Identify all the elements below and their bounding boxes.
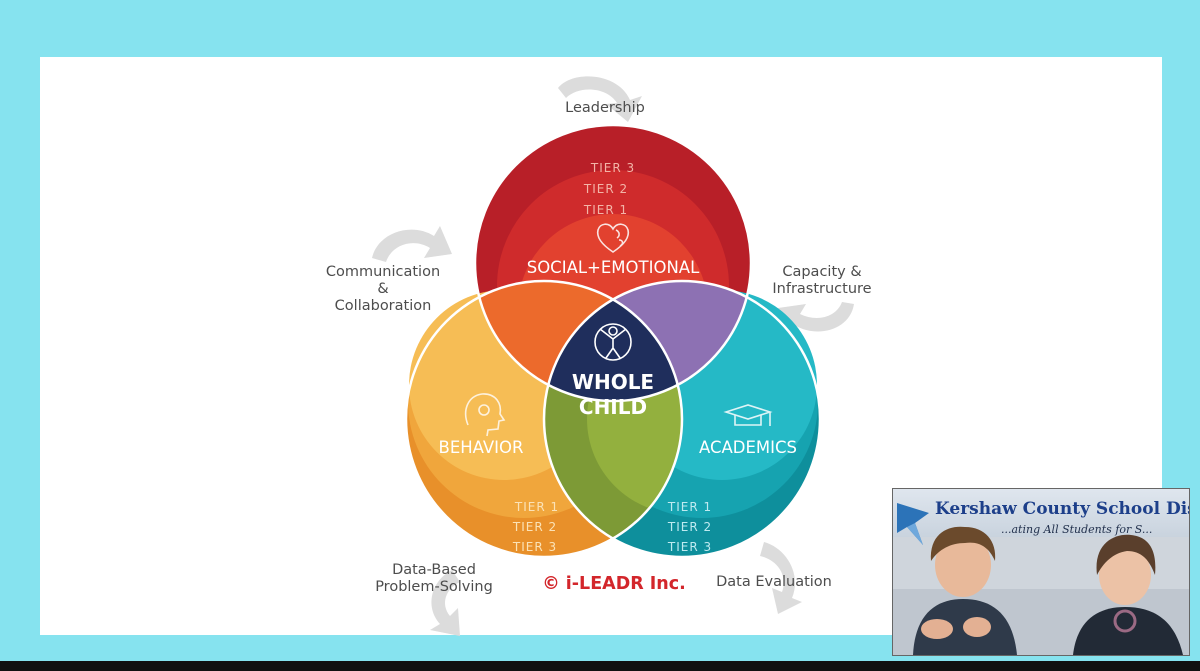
webcam-video[interactable]: Kershaw County School District ...ating … [892, 488, 1190, 656]
capacity-line2: Infrastructure [772, 281, 872, 297]
communication-label: Communication & Collaboration [318, 264, 448, 315]
behavior-label: BEHAVIOR [439, 438, 524, 457]
data-based-line1: Data-Based [392, 562, 476, 578]
video-banner [893, 489, 1189, 537]
heart-brain-icon [596, 223, 630, 253]
social-tier2-label: TIER 2 [583, 182, 628, 196]
whole-label: WHOLE [572, 370, 654, 394]
arrow-bottom-left-icon [430, 570, 460, 636]
child-figure-icon [594, 323, 632, 361]
arrow-top-icon [558, 76, 642, 122]
whole-child-center [544, 281, 682, 401]
video-title: Kershaw County School District [935, 499, 1189, 519]
district-logo-icon [897, 503, 929, 545]
bottom-bar [0, 661, 1200, 671]
cycle-arrows [372, 76, 854, 636]
academics-tier1-label: TIER 1 [667, 500, 712, 514]
graduation-cap-icon [723, 404, 773, 426]
presenters [893, 526, 1189, 655]
social-tier3-label: TIER 3 [590, 161, 635, 175]
copyright-text: © i-LEADR Inc. [542, 574, 686, 594]
arrow-right-icon [778, 302, 854, 336]
behavior-tier1-label: TIER 1 [514, 500, 559, 514]
academics-tier2-label: TIER 2 [667, 520, 712, 534]
social-emotional-label: SOCIAL+EMOTIONAL [527, 258, 700, 277]
behavior-tier3-label: TIER 3 [512, 540, 557, 554]
communication-line1: Communication & [325, 264, 441, 297]
capacity-line1: Capacity & [782, 264, 862, 280]
data-based-line2: Problem-Solving [375, 579, 493, 595]
communication-line2: Collaboration [334, 298, 432, 314]
academics-label: ACADEMICS [699, 438, 797, 457]
capacity-label: Capacity & Infrastructure [760, 264, 884, 298]
head-gear-icon [464, 393, 506, 437]
data-evaluation-text: Data Evaluation [716, 574, 832, 590]
video-subtitle: ...ating All Students for S... [1001, 523, 1153, 536]
behavior-tier2-label: TIER 2 [512, 520, 557, 534]
child-label: CHILD [579, 395, 647, 419]
leadership-label: Leadership [555, 100, 655, 117]
data-evaluation-label: Data Evaluation [704, 574, 844, 591]
social-tier1-label: TIER 1 [583, 203, 628, 217]
academics-tier3-label: TIER 3 [667, 540, 712, 554]
arrow-left-icon [372, 226, 452, 262]
arrow-bottom-right-icon [760, 542, 802, 614]
data-based-label: Data-Based Problem-Solving [364, 562, 504, 596]
leadership-text: Leadership [565, 100, 645, 116]
